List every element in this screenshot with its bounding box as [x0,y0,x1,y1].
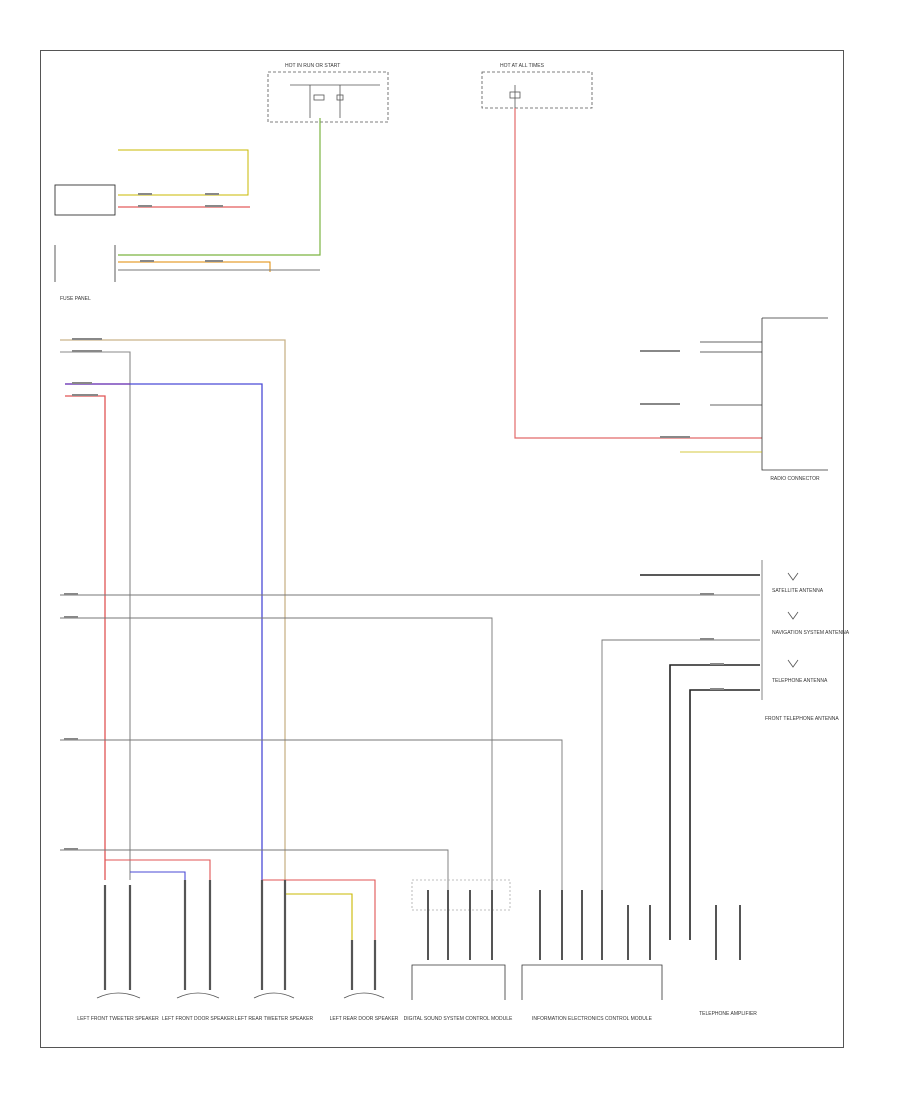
module-boxes [411,879,663,1000]
wire-green-top [118,118,321,256]
radio-connector [761,317,828,471]
wire-blue-2 [130,871,186,940]
label-info-module: INFORMATION ELECTRONICS CONTROL MODULE [532,1016,653,1022]
wire-blue [65,383,263,880]
speaker-symbols [96,992,385,999]
label-sat-antenna: SATELLITE ANTENNA [772,588,824,594]
label-hot-in-run: HOT IN RUN OR START [285,63,340,69]
switch-box [54,184,116,216]
label-dsp-module: DIGITAL SOUND SYSTEM CONTROL MODULE [404,1016,513,1022]
label-tel-antenna: TELEPHONE ANTENNA [772,678,828,684]
label-fuse-panel: FUSE PANEL [60,296,91,302]
wire-red-pink-long [514,108,762,439]
wire-red-4 [262,879,376,940]
module-pins [427,890,741,960]
radio-connector-pins [680,341,762,453]
connector-pins-bottom [103,880,377,990]
wire-yellow-2 [285,893,353,940]
wire-red-2 [65,395,106,880]
bracket-box [54,245,116,282]
antenna-icons [787,572,799,668]
wire-tan-top [60,339,286,880]
label-nav-antenna: NAVIGATION SYSTEM ANTENNA [772,630,850,636]
label-lr-speaker: LEFT REAR TWEETER SPEAKER [235,1016,314,1022]
label-lr-door-speaker: LEFT REAR DOOR SPEAKER [330,1016,399,1022]
label-radio-connector: RADIO CONNECTOR [770,476,820,482]
wire-red-3 [105,859,211,880]
label-lf-door-speaker: LEFT FRONT DOOR SPEAKER [162,1016,234,1022]
label-hot-all-times: HOT AT ALL TIMES [500,63,545,69]
wire-tags [64,193,724,850]
fuse-box-top-right [481,71,593,109]
label-tel-amp: TELEPHONE AMPLIFIER [699,1011,757,1017]
wire-yellow-1 [118,149,249,196]
gray-bus-lines [60,560,763,940]
wire-orange-1 [118,261,271,272]
diagram-border [40,50,844,1048]
fuse-box-top-left [267,71,389,123]
label-lf-speaker: LEFT FRONT TWEETER SPEAKER [77,1016,159,1022]
label-front-tel-antenna: FRONT TELEPHONE ANTENNA [765,716,839,722]
fuse-symbol-1 [313,94,344,101]
